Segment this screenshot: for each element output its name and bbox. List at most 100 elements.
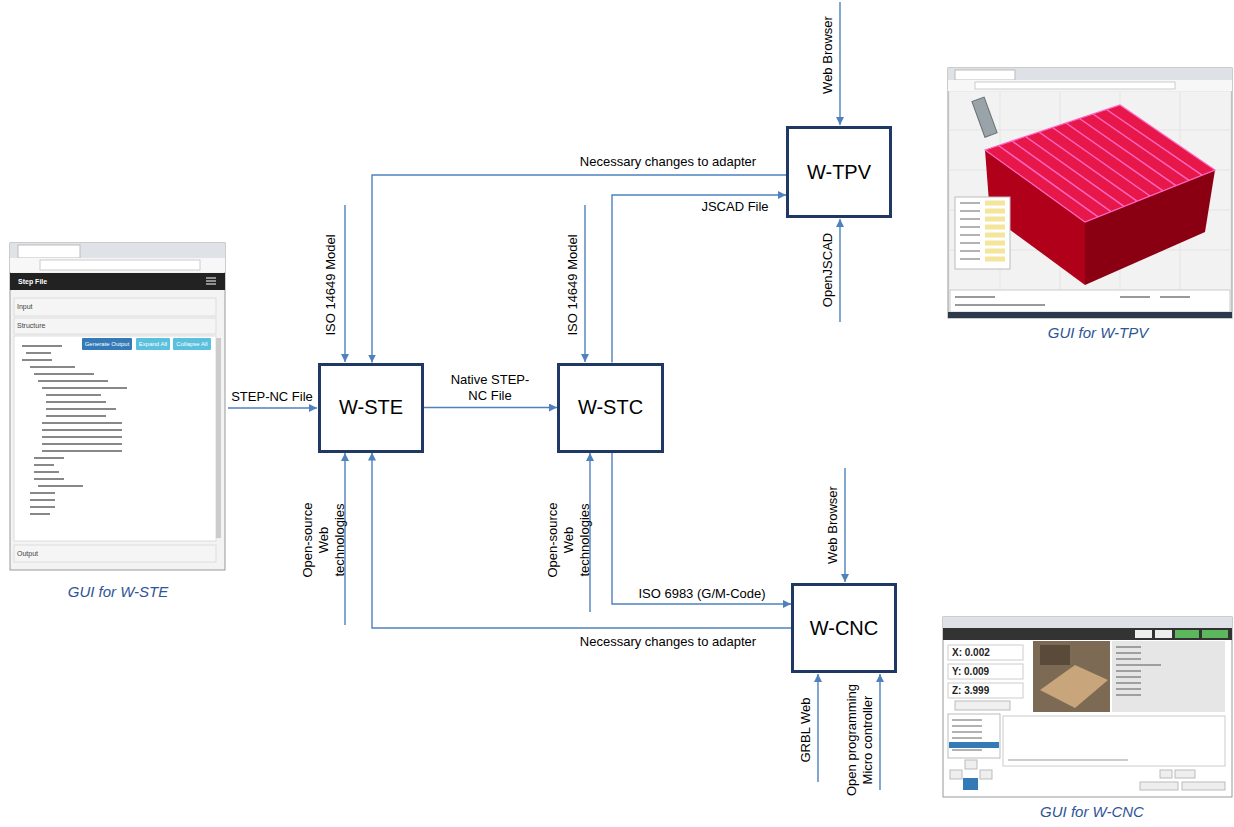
screen-button: Collapse All <box>176 341 207 348</box>
illustration-part <box>1175 630 1199 638</box>
box-label: W-STC <box>578 396 643 419</box>
screen-button: Expand All <box>139 341 167 348</box>
process-box: W-STE <box>318 363 424 453</box>
connector-arrow <box>612 195 786 363</box>
illustration-part <box>82 338 132 350</box>
illustration-part <box>960 203 980 259</box>
illustration-part <box>18 245 80 258</box>
screen-button: Generate Output <box>85 341 130 348</box>
edge-label: Necessary changes to adapter <box>578 154 758 170</box>
illustration-part <box>844 468 845 582</box>
illustration-part <box>1202 630 1228 638</box>
illustration-part <box>965 760 977 769</box>
illustration-part <box>943 628 1232 640</box>
illustration-part <box>10 258 225 272</box>
illustration-part <box>40 260 200 270</box>
illustration-part <box>14 298 216 316</box>
illustration-part <box>1008 759 1128 761</box>
illustration-part <box>955 297 1190 305</box>
illustration-part <box>206 278 216 284</box>
illustration-part <box>173 338 211 350</box>
illustration-part <box>10 273 225 290</box>
illustration-part <box>975 82 1175 89</box>
process-box: W-TPV <box>786 126 892 218</box>
input-label: ISO 14649 Model <box>565 234 581 335</box>
screen-text: Structure <box>17 322 45 330</box>
illustration-part <box>1182 782 1225 790</box>
illustration-part <box>216 338 221 538</box>
illustration-part <box>14 545 216 562</box>
box-label: W-STE <box>339 396 403 419</box>
process-box: W-CNC <box>791 583 897 673</box>
illustration-part <box>972 97 997 137</box>
illustration-part <box>949 742 999 748</box>
illustration-part <box>948 645 1023 660</box>
illustration-part <box>948 664 1023 679</box>
illustration-part <box>14 336 216 541</box>
connector-arrow <box>424 407 557 408</box>
input-arrows <box>228 2 880 790</box>
process-box: W-STC <box>557 363 664 453</box>
edge-label: JSCAD File <box>699 199 770 215</box>
input-label: OpenJSCAD <box>820 233 836 307</box>
illustration-part <box>950 92 1230 290</box>
illustration-part <box>22 346 127 514</box>
illustration-part <box>950 290 1230 312</box>
connector-arrow <box>612 453 791 605</box>
illustration-part <box>948 68 1232 80</box>
illustration-part <box>14 318 216 334</box>
screen-text: Output <box>17 550 38 558</box>
illustration-part <box>980 770 992 779</box>
coordinate-readout: Z: 3.999 <box>952 685 989 697</box>
input-label: STEP-NC File <box>231 389 313 405</box>
coordinate-readout: Y: 0.009 <box>952 666 989 678</box>
illustration-part <box>1135 630 1152 638</box>
input-label: Open programming Micro controller <box>844 681 876 799</box>
figure-caption: GUI for W-CNC <box>1040 803 1144 821</box>
illustration-part <box>839 219 840 322</box>
figure-caption: GUI for W-TPV <box>1048 324 1149 342</box>
illustration-part <box>985 203 1005 259</box>
illustration-part <box>948 714 1000 758</box>
illustration-part <box>955 197 1010 269</box>
edge-label: ISO 6983 (G/M-Code) <box>636 586 767 602</box>
illustration-part <box>948 683 1023 698</box>
tpv-screenshot <box>948 68 1232 318</box>
illustration-part <box>879 674 880 790</box>
input-label: GRBL Web <box>798 697 814 762</box>
illustration-part <box>1175 770 1195 778</box>
cnc-screenshot <box>943 617 1232 797</box>
illustration-part <box>1140 782 1178 790</box>
illustration-part <box>963 778 978 790</box>
illustration-part <box>955 701 1010 710</box>
coordinate-readout: X: 0.002 <box>952 647 990 659</box>
illustration-part <box>943 617 1232 628</box>
illustration-part <box>955 70 1015 80</box>
illustration-part <box>948 312 1232 318</box>
illustration-part <box>1112 641 1225 712</box>
illustration-part <box>1155 630 1172 638</box>
illustration-part <box>817 674 818 782</box>
illustration-part <box>584 205 585 362</box>
box-label: W-CNC <box>810 617 879 640</box>
input-label: Open-source Web technologies <box>545 489 593 592</box>
illustration-part <box>950 92 1230 290</box>
illustration-part <box>985 105 1215 222</box>
illustration-part <box>136 338 170 350</box>
input-label: Open-source Web technologies <box>300 489 348 592</box>
edge-label: Native STEP-NC File <box>443 372 537 404</box>
illustration-part <box>943 617 1232 797</box>
illustration-part <box>948 80 1232 91</box>
illustration-part <box>1033 641 1110 712</box>
illustration-part <box>950 770 962 779</box>
illustration-part <box>1040 665 1108 708</box>
input-label: Web Browser <box>825 486 841 564</box>
edge-label: Necessary changes to adapter <box>578 634 758 650</box>
illustration-part <box>228 407 317 408</box>
box-label: W-TPV <box>807 161 871 184</box>
illustration-part <box>999 110 1203 217</box>
screen-text: Input <box>17 303 33 311</box>
illustration-part <box>839 2 840 125</box>
input-label: ISO 14649 Model <box>323 234 339 335</box>
illustration-part <box>985 105 1215 222</box>
